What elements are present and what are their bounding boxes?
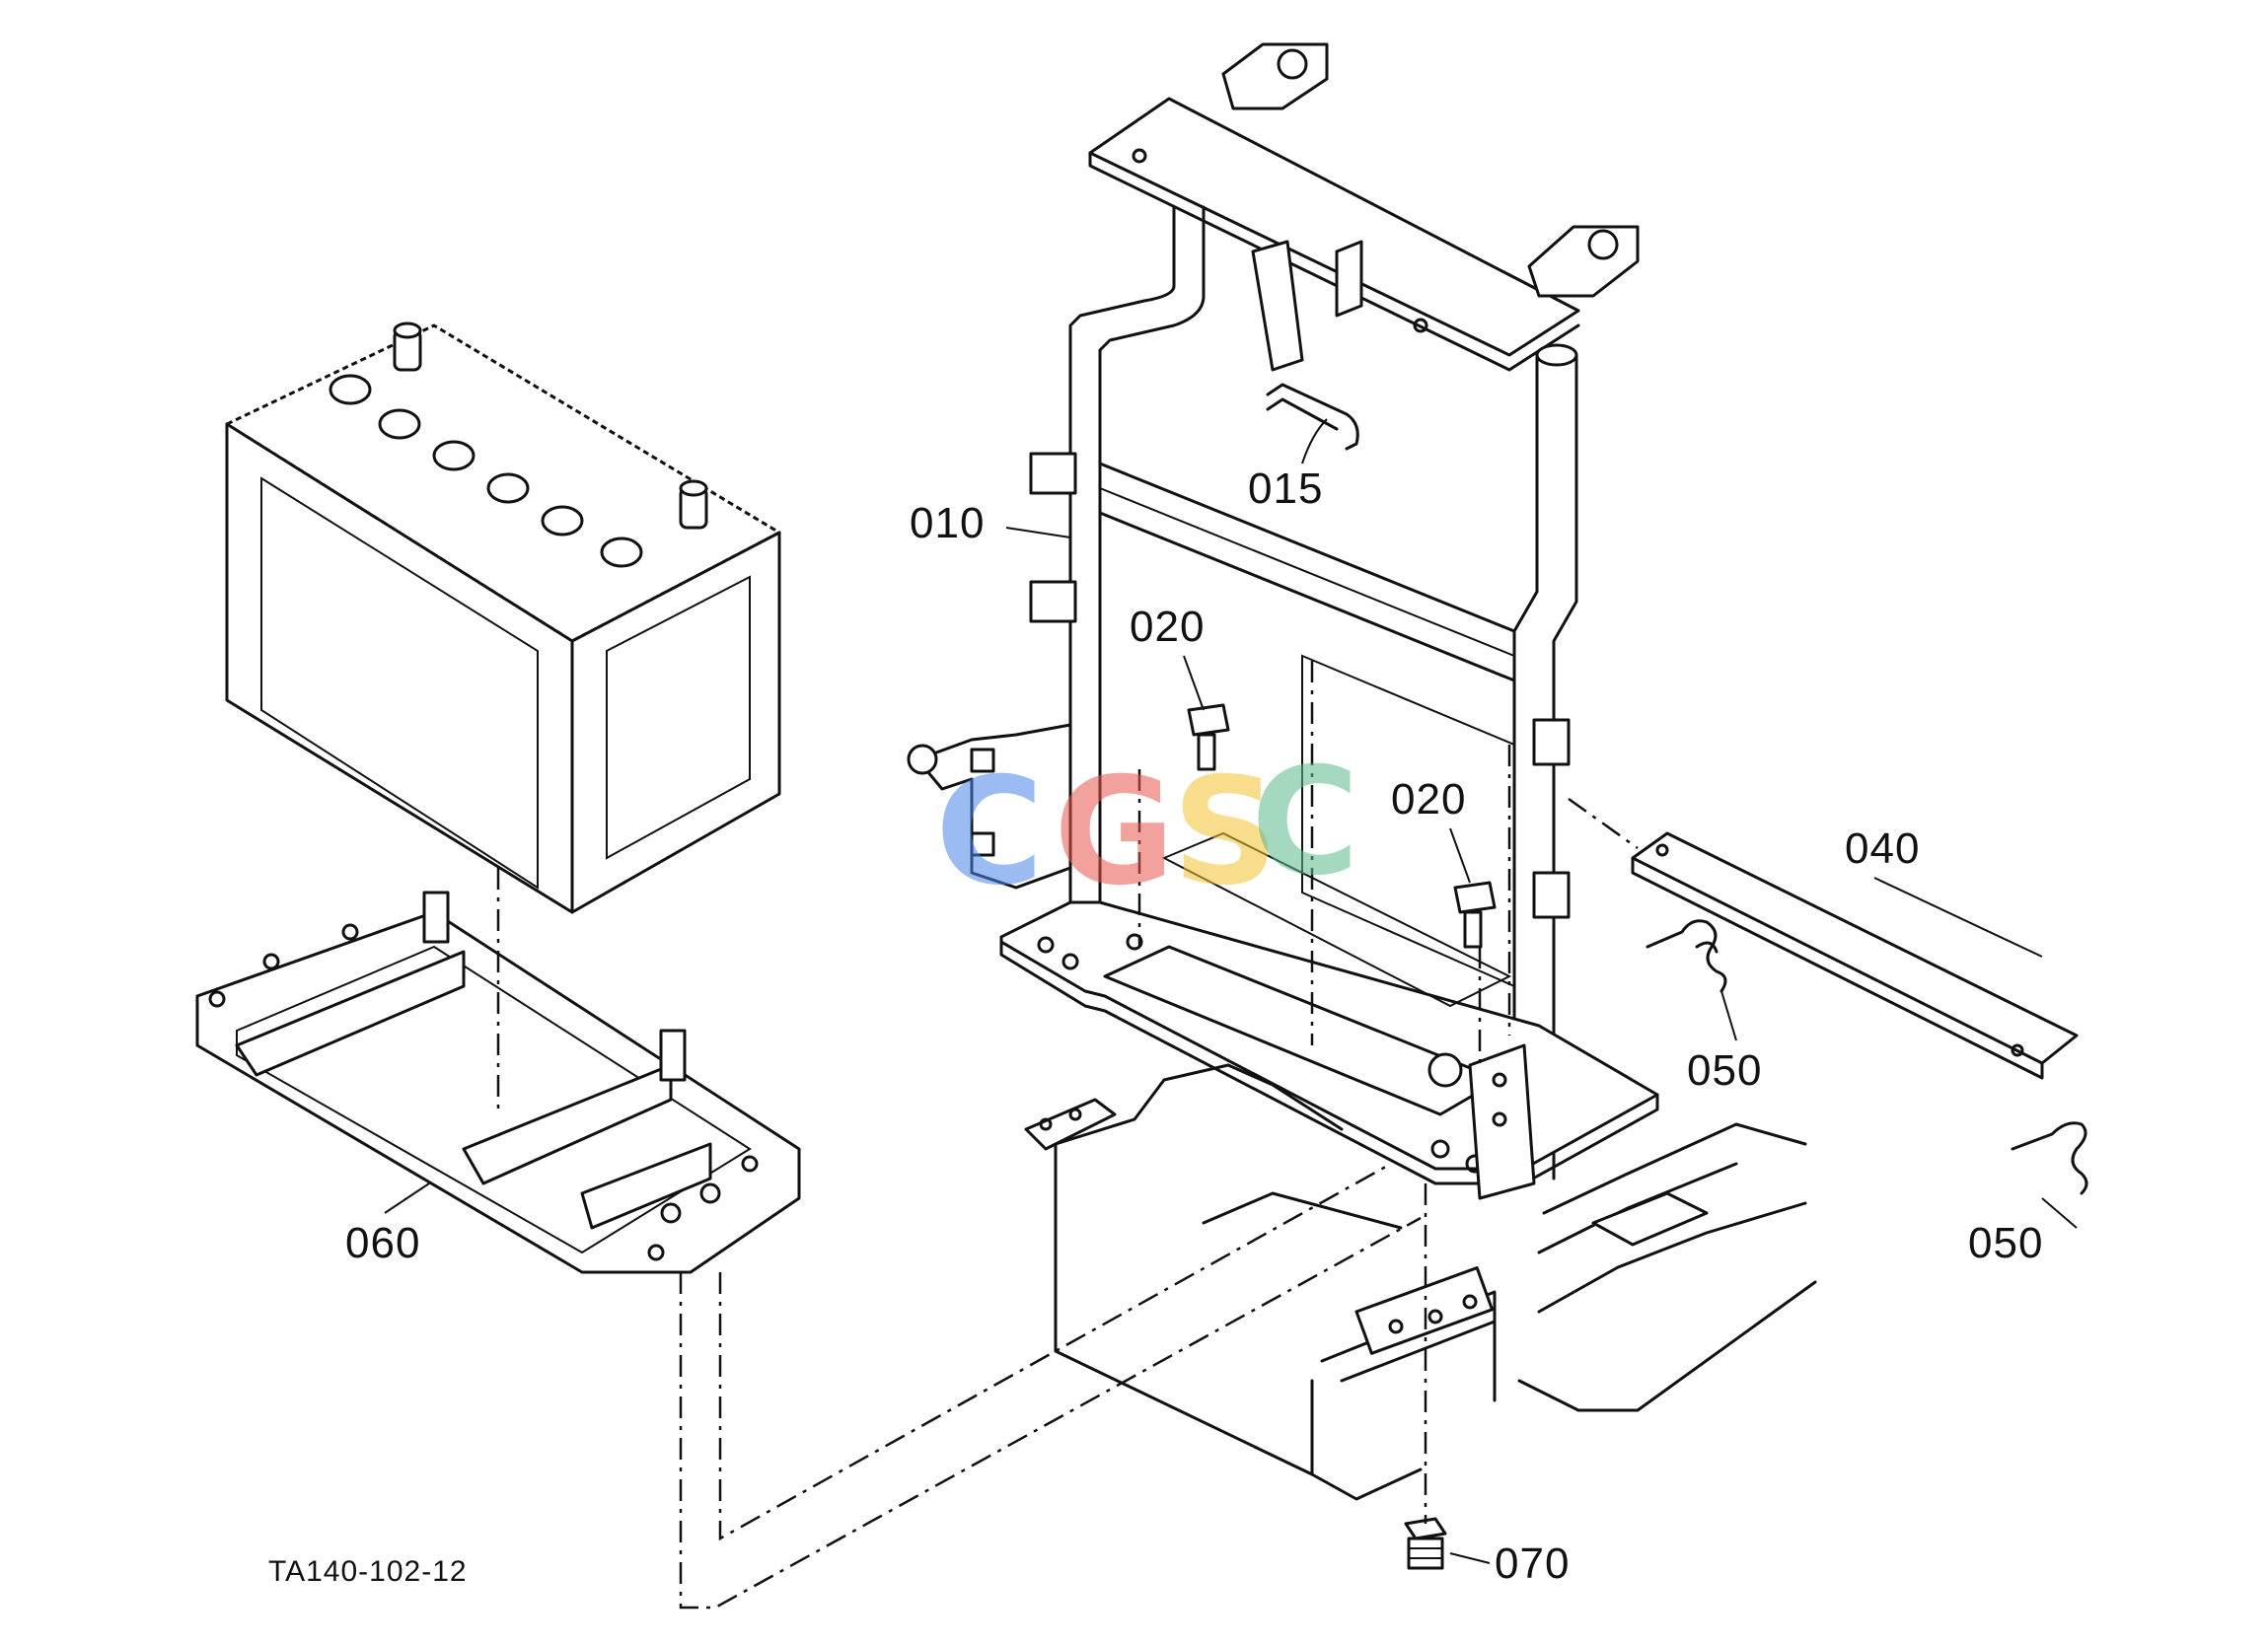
callout-020-upper: 020	[1130, 603, 1205, 651]
callout-015: 015	[1248, 465, 1323, 513]
watermark-letter-c2: C	[1251, 737, 1359, 908]
callout-050-right: 050	[1968, 1219, 2043, 1267]
watermark-logo: C G S C	[935, 737, 1359, 918]
leader-lines	[384, 418, 2078, 1564]
callout-060: 060	[345, 1219, 420, 1267]
bolt-icon	[1187, 703, 1497, 949]
spring-clip-icon	[1646, 919, 2088, 1195]
callout-010: 010	[910, 499, 985, 547]
reference-code: TA140-102-12	[268, 1555, 468, 1588]
callout-labels: 010 015 020 020 040 050 050 060 070	[345, 465, 2043, 1588]
battery-frame	[907, 42, 1659, 1200]
battery	[225, 322, 781, 914]
callout-040: 040	[1845, 824, 1920, 873]
callout-070: 070	[1495, 1539, 1570, 1588]
watermark-letter-g: G	[1054, 747, 1175, 918]
battery-terminal-icon	[393, 322, 708, 530]
watermark-letter-s: S	[1172, 747, 1279, 918]
cover-plate	[1631, 831, 2079, 1080]
nut-icon	[1404, 1517, 1447, 1570]
callout-050-left: 050	[1687, 1046, 1762, 1095]
assembly-lines	[496, 661, 1639, 1610]
callout-020-lower: 020	[1391, 775, 1466, 823]
hook-part	[1266, 383, 1359, 451]
vent-caps	[329, 374, 643, 568]
watermark-letter-c1: C	[935, 747, 1044, 918]
